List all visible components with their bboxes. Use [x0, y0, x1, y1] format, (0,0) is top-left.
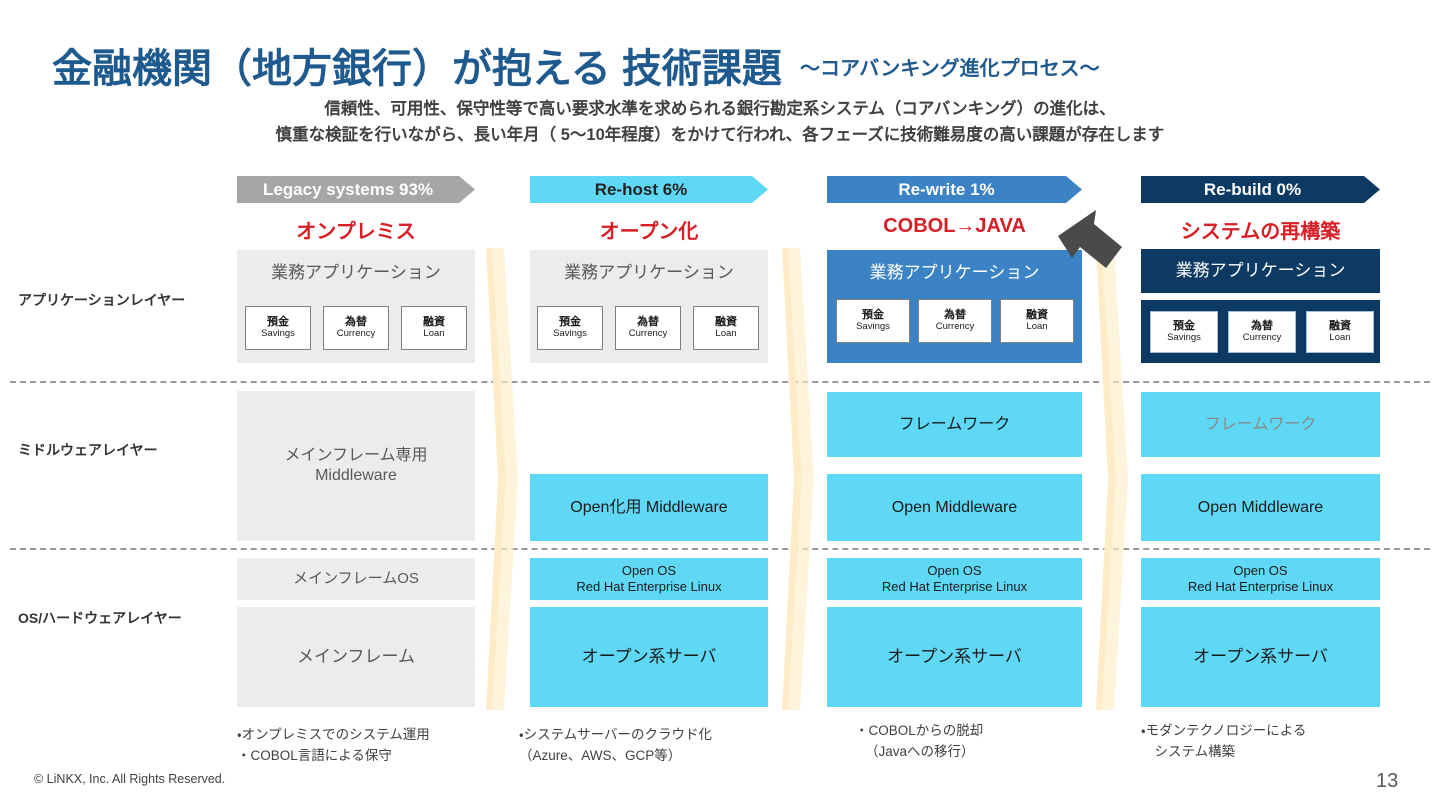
app-subbox-savings-rebuild: 預金 Savings — [1150, 311, 1218, 353]
badge-rehost: Re-host 6% — [530, 176, 768, 203]
app-title-rebuild: 業務アプリケーション — [1141, 249, 1380, 293]
app-subbox-en: Currency — [336, 328, 376, 340]
app-subbox-en: Savings — [553, 328, 587, 340]
middleware-line-1: メインフレーム専用 — [284, 447, 428, 464]
os-line-1: Open OS — [927, 562, 982, 578]
app-subbox-en: Savings — [261, 328, 295, 340]
flow-connector-1 — [486, 248, 518, 710]
server-box-rehost: オープン系サーバ — [530, 607, 768, 707]
row-label-os-hardware: OS/ハードウェアレイヤー — [18, 610, 182, 626]
note-rebuild: ・モダンテクノロジーによる システム構築 — [1141, 720, 1306, 762]
column-name-rewrite: COBOL→JAVA — [883, 215, 1026, 237]
middleware-box-rehost: Open化用 Middleware — [530, 474, 768, 541]
app-subbox-en: Savings — [1167, 332, 1201, 344]
note-rehost: ・システムサーバーのクラウド化 （Azure、AWS、GCP等） — [519, 724, 712, 766]
row-label-application: アプリケーションレイヤー — [18, 292, 186, 308]
app-subbox-jp: 為替 — [944, 309, 966, 322]
page-number: 13 — [1376, 770, 1399, 792]
app-subbox-jp: 為替 — [1251, 320, 1273, 333]
app-subbox-currency-rehost: 為替 Currency — [615, 306, 681, 350]
lead-paragraph: 信頼性、可用性、保守性等で高い要求水準を求められる銀行勘定系システム（コアバンキ… — [0, 96, 1440, 148]
app-subbox-currency-rebuild: 為替 Currency — [1228, 311, 1296, 353]
badge-legacy: Legacy systems 93% — [237, 176, 475, 203]
note-line: ・システムサーバーのクラウド化 — [519, 727, 713, 742]
lead-line-2: 慎重な検証を行いながら、長い年月（ 5～10年程度）をかけて行われ、各フェーズに… — [275, 126, 1165, 144]
lead-line-1: 信頼性、可用性、保守性等で高い要求水準を求められる銀行勘定系システム（コアバンキ… — [324, 100, 1116, 118]
server-box-rewrite: オープン系サーバ — [827, 607, 1082, 707]
middleware-box-rebuild: Open Middleware — [1141, 474, 1380, 541]
app-subbox-currency-legacy: 為替 Currency — [323, 306, 389, 350]
note-line: ・COBOLからの脱却 — [855, 723, 984, 738]
app-subbox-jp: 融資 — [423, 316, 445, 329]
app-subbox-en: Currency — [1242, 332, 1282, 344]
app-subbox-en: Loan — [423, 328, 445, 340]
os-line-2: Red Hat Enterprise Linux — [881, 579, 1028, 594]
note-line: システム構築 — [1141, 744, 1236, 759]
note-line: ・COBOL言語による保守 — [237, 748, 392, 763]
column-name-rebuild: システムの再構築 — [1180, 221, 1341, 243]
app-subbox-jp: 預金 — [862, 309, 884, 322]
badge-rewrite: Re-write 1% — [827, 176, 1082, 203]
note-line: （Javaへの移行） — [865, 744, 975, 759]
app-subbox-jp: 為替 — [637, 316, 659, 329]
framework-box-rewrite: フレームワーク — [827, 392, 1082, 457]
app-subbox-en: Currency — [628, 328, 668, 340]
app-subbox-jp: 融資 — [1329, 320, 1351, 333]
os-box-legacy: メインフレームOS — [237, 558, 475, 600]
app-subbox-en: Loan — [1329, 332, 1351, 344]
app-subbox-savings-legacy: 預金 Savings — [245, 306, 311, 350]
divider-middleware-os — [10, 548, 1430, 550]
app-subbox-en: Loan — [715, 328, 737, 340]
app-subbox-en: Savings — [856, 321, 890, 333]
app-subbox-loan-rehost: 融資 Loan — [693, 306, 759, 350]
app-subbox-en: Currency — [935, 321, 975, 333]
app-title-rehost: 業務アプリケーション — [564, 263, 734, 283]
app-subbox-loan-legacy: 融資 Loan — [401, 306, 467, 350]
page-title: 金融機関（地方銀行）が抱える 技術課題 — [52, 47, 782, 91]
server-box-rebuild: オープン系サーバ — [1141, 607, 1380, 707]
note-rewrite: ・COBOLからの脱却 （Javaへの移行） — [855, 720, 983, 762]
column-name-legacy: オンプレミス — [296, 221, 416, 243]
app-subbox-jp: 為替 — [345, 316, 367, 329]
app-subbox-en: Loan — [1026, 321, 1048, 333]
copyright-footer: © LiNKX, Inc. All Rights Reserved. — [34, 772, 226, 786]
app-subbox-jp: 融資 — [715, 316, 737, 329]
os-line-2: Red Hat Enterprise Linux — [1187, 579, 1334, 594]
os-box-rehost: Open OS Red Hat Enterprise Linux — [530, 558, 768, 600]
row-label-middleware: ミドルウェアレイヤー — [18, 442, 158, 458]
note-legacy: ・オンプレミスでのシステム運用 ・COBOL言語による保守 — [237, 724, 430, 766]
app-subbox-savings-rehost: 預金 Savings — [537, 306, 603, 350]
os-line-1: Open OS — [1233, 562, 1288, 578]
flow-connector-2 — [782, 248, 814, 710]
middleware-box-rewrite: Open Middleware — [827, 474, 1082, 541]
page-subtitle: ～コアバンキング進化プロセス～ — [800, 58, 1100, 80]
app-title-legacy: 業務アプリケーション — [271, 263, 441, 283]
app-subbox-loan-rebuild: 融資 Loan — [1306, 311, 1374, 353]
app-title-rewrite: 業務アプリケーション — [869, 263, 1040, 283]
os-box-rebuild: Open OS Red Hat Enterprise Linux — [1141, 558, 1380, 600]
divider-application-middleware — [10, 381, 1430, 383]
os-line-1: Open OS — [621, 562, 677, 578]
os-box-rewrite: Open OS Red Hat Enterprise Linux — [827, 558, 1082, 600]
app-subbox-loan-rewrite: 融資 Loan — [1000, 299, 1074, 343]
os-line-2: Red Hat Enterprise Linux — [576, 579, 722, 594]
framework-box-rebuild: フレームワーク — [1141, 392, 1380, 457]
app-subbox-jp: 預金 — [1173, 320, 1195, 333]
note-line: （Azure、AWS、GCP等） — [519, 748, 682, 763]
note-line: ・モダンテクノロジーによる — [1141, 723, 1307, 738]
middleware-box-legacy: メインフレーム専用 Middleware — [237, 391, 475, 541]
app-subbox-savings-rewrite: 預金 Savings — [836, 299, 910, 343]
server-box-legacy: メインフレーム — [237, 607, 475, 707]
badge-rebuild: Re-build 0% — [1141, 176, 1380, 203]
column-name-rehost: オープン化 — [599, 221, 699, 243]
mouse-cursor-arrow-icon — [1058, 210, 1122, 268]
middleware-line-2: Middleware — [315, 467, 397, 484]
flow-connector-3 — [1096, 248, 1128, 710]
app-subbox-currency-rewrite: 為替 Currency — [918, 299, 992, 343]
app-subbox-jp: 融資 — [1026, 309, 1048, 322]
app-subbox-jp: 預金 — [267, 316, 289, 329]
app-subbox-jp: 預金 — [559, 316, 581, 329]
note-line: ・オンプレミスでのシステム運用 — [237, 727, 430, 742]
